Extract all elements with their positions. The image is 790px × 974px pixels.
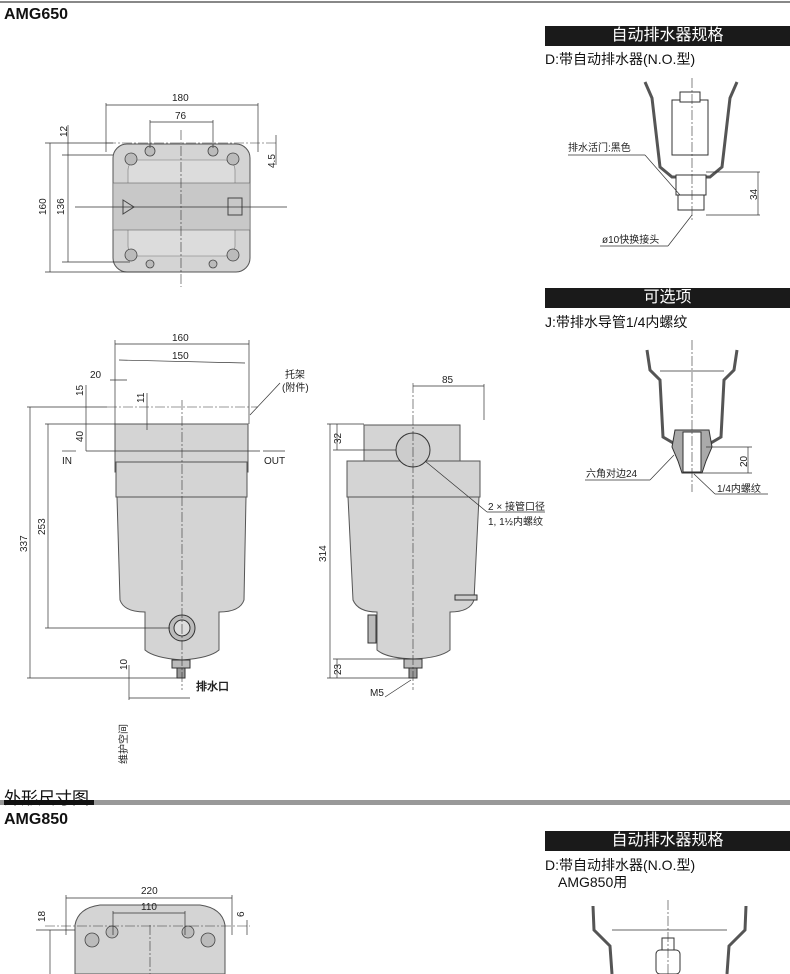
out-label: OUT <box>264 456 285 467</box>
dim-85: 85 <box>442 375 454 386</box>
options-header: 可选项 <box>545 288 790 308</box>
auto-drain-detail: 排水活门:黑色 ø10快换接头 34 <box>568 78 760 247</box>
drawing-line <box>171 659 191 669</box>
drawing-line <box>667 214 693 247</box>
auto-drain-subtitle2-850: AMG850用 <box>558 874 628 890</box>
drawing-line <box>84 932 100 948</box>
dim-76: 76 <box>175 111 187 122</box>
top-view-650: 180 76 12 4.5 160 136 <box>38 93 287 287</box>
thread-label: 1/4内螺纹 <box>717 482 761 495</box>
drawing-line <box>693 473 716 495</box>
drawing-line <box>675 174 707 196</box>
option-j-detail: 六角对边24 1/4内螺纹 20 <box>585 340 768 495</box>
auto-drain-header: 自动排水器规格 <box>545 26 790 46</box>
dim-23: 23 <box>333 663 344 675</box>
auto-drain-subtitle-850: D:带自动排水器(N.O.型) <box>545 857 696 873</box>
dim-40: 40 <box>75 430 86 442</box>
drawing-line <box>145 259 155 269</box>
port-size-label: 2 × 接管口径 <box>488 500 545 513</box>
top-view-850: 220 110 18 6 <box>36 886 250 974</box>
section-divider-accent <box>4 800 94 805</box>
dim-110: 110 <box>141 902 157 913</box>
drawing-line <box>644 154 681 196</box>
dim-160: 160 <box>38 198 49 215</box>
dim-6: 6 <box>236 911 247 917</box>
hex-label: 六角对边24 <box>586 467 638 480</box>
drawing-line <box>679 91 701 103</box>
drawing-line <box>384 679 412 698</box>
options-subtitle: J:带排水导管1/4内螺纹 <box>545 314 688 330</box>
drawing-line <box>226 152 240 166</box>
drawing-line <box>105 925 119 939</box>
top-divider <box>0 1 790 3</box>
dim-15: 15 <box>75 384 86 396</box>
drawing-line <box>118 359 246 364</box>
drawing-line <box>424 460 488 513</box>
drawing-line <box>454 594 478 601</box>
dim-4.5: 4.5 <box>267 154 278 168</box>
in-label: IN <box>62 456 72 467</box>
dim-20: 20 <box>90 370 102 381</box>
drawing-line <box>124 152 138 166</box>
drain-valve-label: 排水活门:黑色 <box>568 141 631 154</box>
drain-port-label: 排水口 <box>196 679 229 693</box>
drawing-line <box>124 248 138 262</box>
drawing-line <box>649 454 675 481</box>
drawing-line <box>115 461 248 498</box>
dim-253: 253 <box>37 518 48 535</box>
drawing-line <box>112 182 251 231</box>
front-view-650: 160 150 20 15 11 40 337 253 10 IN OUT 托架… <box>19 333 309 764</box>
section-divider <box>0 800 790 805</box>
drawing-line <box>200 932 216 948</box>
dim-18: 18 <box>37 910 48 922</box>
drawing-line <box>591 905 748 974</box>
drawing-line <box>74 904 226 974</box>
dim-20: 20 <box>739 455 750 467</box>
auto-drain-detail-850 <box>591 900 748 974</box>
drawing-line <box>84 925 216 948</box>
drawing-line <box>227 197 243 216</box>
drawing-line <box>249 382 281 416</box>
dim-180: 180 <box>172 93 189 104</box>
dim-136: 136 <box>56 198 67 215</box>
side-view-650: 85 32 314 23 M5 2 × 接管口径 1, 1½内螺纹 <box>318 375 545 699</box>
auto-drain-header-850: 自动排水器规格 <box>545 831 790 851</box>
maintenance-space-label: 维护空间 <box>117 724 130 764</box>
dim-12: 12 <box>59 125 70 137</box>
dim-10: 10 <box>119 658 130 670</box>
dim-220: 220 <box>141 886 158 897</box>
dim-150: 150 <box>172 351 189 362</box>
dim-11: 11 <box>136 392 147 403</box>
auto-drain-subtitle: D:带自动排水器(N.O.型) <box>545 51 696 67</box>
drawing-line <box>677 194 705 211</box>
drawing-line <box>671 99 709 156</box>
dim-34: 34 <box>749 188 760 200</box>
model-title-amg650: AMG650 <box>4 6 69 23</box>
drawing-line <box>367 614 377 644</box>
drawing-line <box>181 925 195 939</box>
dim-160: 160 <box>172 333 189 344</box>
bracket-label: 托架 <box>285 368 305 381</box>
dim-314: 314 <box>318 545 329 562</box>
bracket-sub-label: (附件) <box>282 381 309 394</box>
dim-337: 337 <box>19 535 30 552</box>
drawing-line <box>176 667 186 679</box>
model-title-amg850: AMG850 <box>4 811 69 828</box>
drawing-line <box>208 259 218 269</box>
dim-32: 32 <box>333 432 344 444</box>
m5-label: M5 <box>370 688 384 699</box>
drawing-line <box>226 248 240 262</box>
fitting-label: ø10快换接头 <box>602 233 659 246</box>
port-thread-label: 1, 1½内螺纹 <box>488 515 543 528</box>
